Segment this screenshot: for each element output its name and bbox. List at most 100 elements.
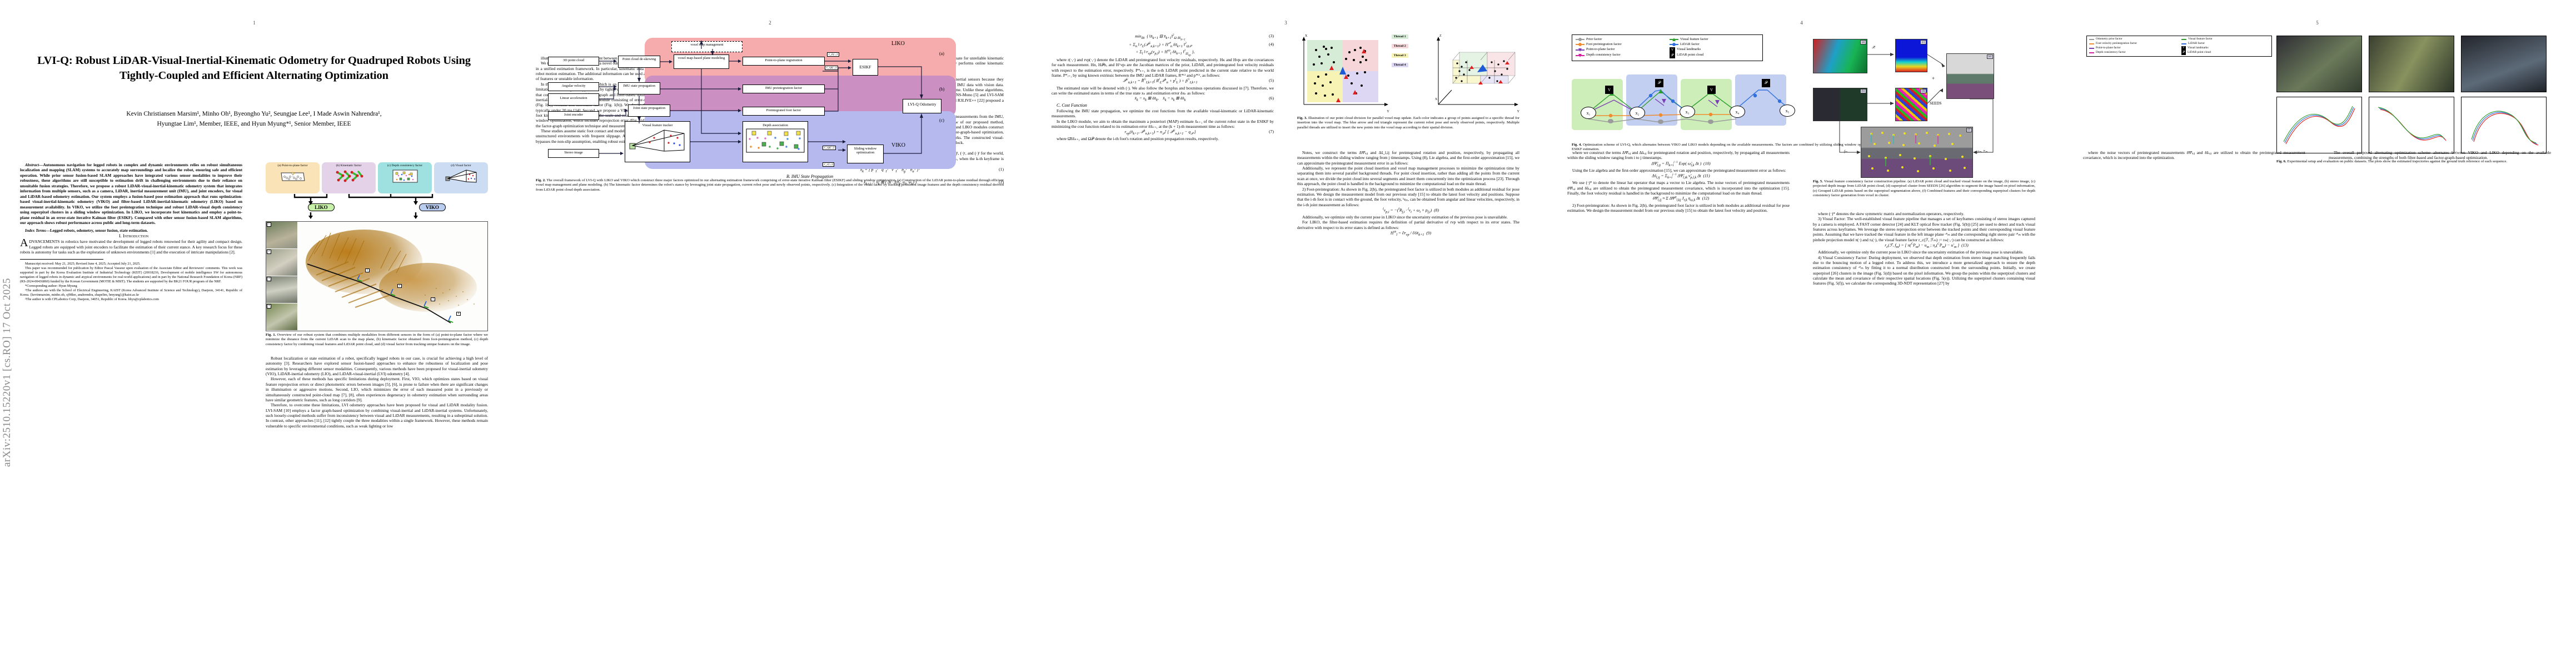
equation-4b: + Σl ‖ rνp(νp,l) + Hνpl δx̌k+1 ‖2Ωνp }, [1135,49,1195,57]
equation-7: rνp(x̌k+1, 𝒫Ln,k+1) = n𝒫ᵀ [ 𝒫Gn,k+1 − q𝒫… [1124,129,1274,136]
p3-lcol-para-1: where r(·,·) and rνp(·,·) denote the LiD… [1052,57,1274,78]
state-node: x₅ [1780,104,1795,117]
abstract-paragraph: Abstract—Autonomous navigation for legge… [20,162,242,226]
equation-6: x̌k = xk ⊞ δx̌k, x̂k = xk ⊞ δx̂k (6) [1134,96,1274,102]
voxel-quadrants [1307,40,1378,102]
section-heading-introduction: I. Introduction [118,233,149,239]
block-imu-state-propagation: IMU state propagation [618,82,660,94]
thread-2-chip: Thread 2 [1391,44,1408,48]
axes-icon [1302,37,1388,106]
panel-f-combined-features: (f) [1861,127,1973,178]
input-joint-encoder: Joint encoder [548,111,599,120]
legend-item: Point-to-plane factor [2089,46,2177,51]
block-point-to-plane-registration: Point-to-plane registration [743,57,825,66]
input-3d-point-cloud: 3D point cloud [548,57,599,66]
paper-page-5[interactable]: 5 Odometry prior factor Visual feature f… [2063,0,2572,667]
trajectory-curve-icon [2378,107,2447,141]
figure-3-panels: X Y [1297,34,1519,115]
equation-3: minδx̌ { ‖x̂k+1 ⊟ x̌k+1‖2Ω δx̌k+1 (3) [1135,33,1274,42]
page5-right-column: The overall proposed alternating optimiz… [2329,150,2551,645]
block-voxel-map-plane-modeling: voxel map-based plane modeling [674,54,729,69]
symbol-mu-sigma: μₘ, Σₘ [1977,150,1988,153]
equation-12: δΨ̌l,ij ≈ Σ ΔΨ̌ᵀl,kj Jr,k ηω,k Δt (12) [1652,196,1710,202]
panel-a-lidar-overlay: (a) [1813,39,1867,73]
thumb-index: 3 [267,277,271,281]
block-point-cloud-deskewing: Point cloud de-skewing [618,56,660,68]
thread-3-chip: Thread 3 [1391,53,1408,58]
p3-rcol-para-3: 2) Foot-preintegration: As shown in Fig.… [1297,186,1519,207]
input-angular-velocity: Angular velocity [548,82,599,91]
band-tag-a: (a) [939,51,944,56]
factor-card-depth-consistency: (c) Depth consistency factor [378,162,432,193]
block-lvi-q-odometry: LVI-Q Odometry [903,99,941,113]
legend-item: LiDAR factor [2181,42,2269,46]
trajectory-plot-2 [2369,97,2454,153]
page4-left-column: where we construct the terms ΔΨ̌ₗ,ᵢⱼ and… [1567,150,1790,645]
legend-item: Visual feature factor [1670,37,1759,42]
block-preintegrated-foot-factor: Preintegrated foot factor [743,107,825,116]
trajectory-curve-icon [2471,111,2539,146]
leg-linkage-icon [323,168,375,185]
figure-1-arrow-layer-2 [266,212,488,220]
figure-2-caption-label: Fig. 2. [536,178,546,182]
arxiv-stamp: arXiv:2510.15220v1 [cs.RO] 17 Oct 2025 [1,278,13,467]
panel-d-superpixel-clusters: (d) [1895,88,1927,121]
liko-pill: LIKO [308,203,335,211]
quadrant-thread-1 [1307,40,1343,71]
figure-4-caption-label: Fig. 4. [1572,143,1582,147]
figure-4-caption: Fig. 4. Optimization scheme of LVI-Q, wh… [1572,143,1884,152]
thumb-index: 2 [267,250,271,254]
paper-page-3[interactable]: 3 minδx̌ { ‖x̂k+1 ⊟ x̌k+1‖2Ω δx̌k+1 (3) … [1032,0,1540,667]
figure-1-caption-label: Fig. 1. [266,333,276,337]
paper-page-4[interactable]: 4 Prior factor Visual feature factor Foo… [1547,0,2056,667]
p5-lcol-para-1: where the noise vectors of preintegrated… [2083,150,2305,161]
figure-1-caption: Fig. 1. Overview of our robust system th… [266,333,488,346]
p4-rcol-para-1: where (·)* denotes the skew symmetric ma… [1818,211,1965,216]
depth-association-title: Depth association [763,123,788,127]
author-line-1: Kevin Christiansen Marsim¹, Minho Oh¹, B… [126,111,382,117]
equation-8: Iνp,i = −(IRf,i · fνi + ωi × pf,i) (8) [1382,207,1439,214]
lidar-factor-icon [1670,43,1678,47]
page-number: 1 [253,20,256,26]
depth-points-icon [379,168,431,185]
footnote-4: ¹The authors are with the School of Elec… [20,288,242,297]
visual-landmark-node: V [1707,86,1716,94]
figure-3-caption: Fig. 3. Illustration of our point cloud … [1297,116,1519,130]
camera-frustum-icon [629,130,685,152]
band-tag-b: (b) [939,87,945,92]
index-terms-label: Index Terms— [25,227,50,233]
panel-tag-d: (d) [1920,89,1926,93]
band-label-viko: VIKO [891,142,905,148]
lidar-pointcloud-swatch: 𝒫 [2181,50,2186,55]
abstract-label: Abstract— [25,162,43,167]
card-label: Depth consistency factor [391,164,423,167]
card-label: Kinematic factor [340,164,362,167]
p4-rcol-para-2: 3) Visual Factor: The well-established v… [1813,216,2035,242]
paper-page-1[interactable]: 1 arXiv:2510.15220v1 [cs.RO] 17 Oct 2025… [0,0,509,667]
plus-sign: + [1932,76,1935,81]
subsection-cost-function: C. Cost Function [1057,102,1087,108]
footnote-rule [20,259,103,260]
figure-1: (a) Point-to-plane factor (b) Kinematic … [266,162,488,351]
pointcloud-render-icon [297,222,487,331]
thumb-index: 1 [267,222,271,227]
keyframe-thumbnail: 1 [266,222,297,249]
factor-card-point-to-plane: (a) Point-to-plane factor [266,162,320,193]
paper-page-2[interactable]: 2 illumination, that cause misalignment … [516,0,1024,667]
panel-tag-c: (c) [1920,40,1926,44]
axis-label-y: Y [1517,110,1519,113]
thread-legend-row: Thread 1 [1391,34,1431,39]
residual-tag-foot-2: r_νp(·,·) [823,146,836,150]
pose-marker: 2 [397,284,402,288]
legend-item: Foot velocity preintegration factor [2089,42,2177,46]
legend-item: V Visual landmarks [1670,47,1759,53]
figure-1-arrow-layer [266,193,488,208]
p3-rcol-para-5: For LIKO, the filter-based estimation re… [1297,220,1519,230]
legend-item: Point-to-plane factor [1576,47,1665,53]
p5-rcol-para-1: The overall proposed alternating optimiz… [2329,150,2551,161]
lidar-pointcloud-icon: 𝒫 [1670,52,1675,58]
keyframe-thumbnail-strip: 1 2 3 4 [266,222,297,331]
legend-item: Depth consistency factor [1576,53,1665,58]
symbol-fm: fₘ [1844,150,1847,153]
